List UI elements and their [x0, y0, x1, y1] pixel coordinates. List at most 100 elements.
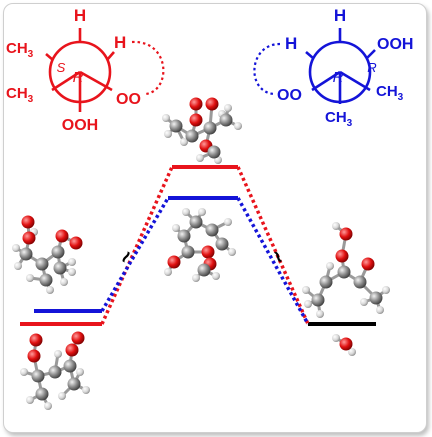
hydrogen-atom	[332, 334, 340, 342]
oxygen-atom	[167, 255, 181, 269]
hydrogen-atom	[348, 348, 356, 356]
carbon-atom	[207, 145, 221, 159]
hydrogen-atom	[54, 350, 62, 358]
oxygen-atom	[55, 229, 69, 243]
connector-blue-fall	[236, 197, 310, 325]
oxygen-atom	[29, 333, 43, 347]
oxygen-atom	[189, 97, 203, 111]
newman-left-bottom-label: OOH	[62, 117, 98, 134]
hydrogen-atom	[14, 262, 22, 270]
hydrogen-atom	[68, 268, 76, 276]
oxygen-atom	[361, 257, 375, 271]
hydrogen-atom	[212, 272, 220, 280]
carbon-atom	[203, 121, 217, 135]
hydrogen-atom	[26, 396, 34, 404]
axis-break-left: ~	[112, 245, 140, 269]
carbon-atom	[219, 113, 233, 127]
carbon-atom	[19, 247, 33, 261]
newman-left-lower-right-label: OO	[116, 91, 141, 108]
carbon-atom	[177, 229, 191, 243]
oxygen-atom	[69, 236, 83, 250]
newman-projection-left	[45, 28, 165, 112]
hydrogen-atom	[192, 274, 200, 282]
oxygen-atom	[335, 249, 349, 263]
carbon-atom	[319, 275, 333, 289]
newman-left-bond-lower-right	[79, 70, 113, 92]
carbon-atom	[369, 291, 383, 305]
newman-right-front-config: R	[333, 69, 344, 86]
oxygen-atom	[22, 231, 36, 245]
carbon-atom	[31, 369, 45, 383]
oxygen-atom	[339, 337, 353, 351]
newman-right-bond-lower-right	[339, 70, 371, 92]
newman-left-top-label: H	[74, 6, 86, 25]
hydrogen-atom	[20, 368, 28, 376]
oxygen-atom	[71, 331, 85, 345]
hydrogen-atom	[46, 286, 54, 294]
hydrogen-atom	[44, 402, 52, 410]
hydrogen-atom	[382, 286, 390, 294]
carbon-atom	[185, 129, 199, 143]
hydrogen-atom	[224, 104, 232, 112]
hydrogen-atom	[360, 298, 368, 306]
hydrogen-atom	[180, 138, 188, 146]
carbon-atom	[197, 263, 211, 277]
carbon-atom	[53, 261, 67, 275]
hydrogen-atom	[376, 306, 384, 314]
hydrogen-atom	[224, 218, 232, 226]
carbon-atom	[311, 293, 325, 307]
hydrogen-atom	[234, 122, 242, 130]
hydrogen-atom	[162, 114, 170, 122]
hydrogen-atom	[304, 300, 312, 308]
hydrogen-atom	[302, 286, 310, 294]
carbon-atom	[181, 245, 195, 259]
carbon-atom	[35, 387, 49, 401]
hydrogen-atom	[316, 310, 324, 318]
carbon-atom	[39, 273, 53, 287]
newman-left-back-config: S	[57, 60, 66, 75]
hydrogen-atom	[196, 154, 204, 162]
newman-left-bond-upper-right	[106, 51, 115, 61]
newman-left-upper-right-label: H	[114, 33, 126, 52]
newman-right-top-label: H	[334, 6, 346, 25]
molecule-transition-state-lower	[164, 208, 236, 282]
molecule-water	[332, 334, 356, 356]
hydrogen-atom	[12, 244, 20, 252]
connector-red-rise	[100, 166, 174, 325]
hydrogen-atom	[82, 386, 90, 394]
newman-right-bond-upper-left	[305, 51, 314, 59]
carbon-atom	[51, 245, 65, 259]
newman-left-front-config: R	[73, 69, 84, 86]
oxygen-atom	[189, 113, 203, 127]
hydrogen-atom	[198, 208, 206, 216]
oxygen-atom	[205, 97, 219, 111]
newman-left-bond-upper-left	[45, 53, 54, 61]
newman-left-upper-left-label: CH3	[6, 40, 34, 60]
newman-right-back-config: R	[367, 60, 376, 75]
newman-projection-right	[253, 28, 376, 104]
molecule-reactant-lower	[20, 331, 90, 410]
connector-red-fall	[236, 166, 310, 325]
axis-break-right: ~	[264, 245, 292, 269]
hydrogen-atom	[164, 268, 172, 276]
hydrogen-atom	[332, 222, 340, 230]
carbon-atom	[169, 119, 183, 133]
oxygen-atom	[65, 343, 79, 357]
carbon-atom	[215, 237, 229, 251]
hydrogen-atom	[58, 392, 66, 400]
newman-right-upper-right-label: OOH	[377, 36, 413, 53]
hydrogen-atom	[164, 130, 172, 138]
newman-left-lower-left-label: CH3	[6, 85, 34, 105]
oxygen-atom	[339, 227, 353, 241]
newman-right-lower-right-label: CH3	[376, 83, 404, 103]
oxygen-atom	[21, 215, 35, 229]
molecule-models	[12, 97, 390, 410]
newman-right-bottom-label: CH3	[325, 109, 353, 129]
newman-left-bond-lower-left	[51, 70, 81, 92]
newman-right-bond-upper-right	[366, 49, 376, 59]
carbon-atom	[48, 365, 62, 379]
newman-right-hbond-arc	[253, 42, 281, 96]
oxygen-atom	[201, 245, 215, 259]
carbon-atom	[67, 377, 81, 391]
